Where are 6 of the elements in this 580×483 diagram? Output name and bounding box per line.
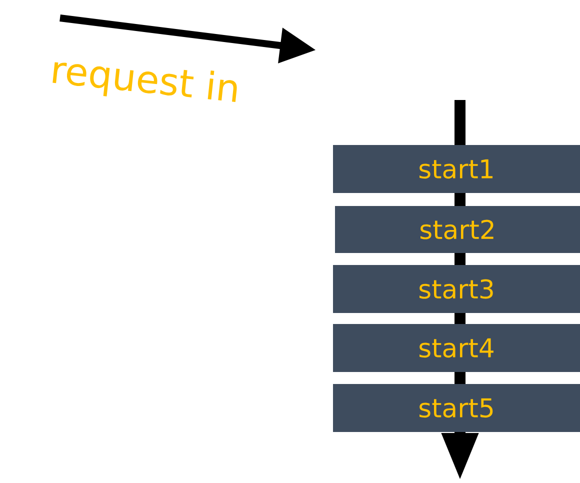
process-box: start4 [333,324,580,372]
process-box: start3 [333,265,580,313]
process-box: start5 [333,384,580,432]
arrow-label: request in [52,62,237,102]
process-box: start1 [333,145,580,193]
process-box: start2 [335,206,580,253]
